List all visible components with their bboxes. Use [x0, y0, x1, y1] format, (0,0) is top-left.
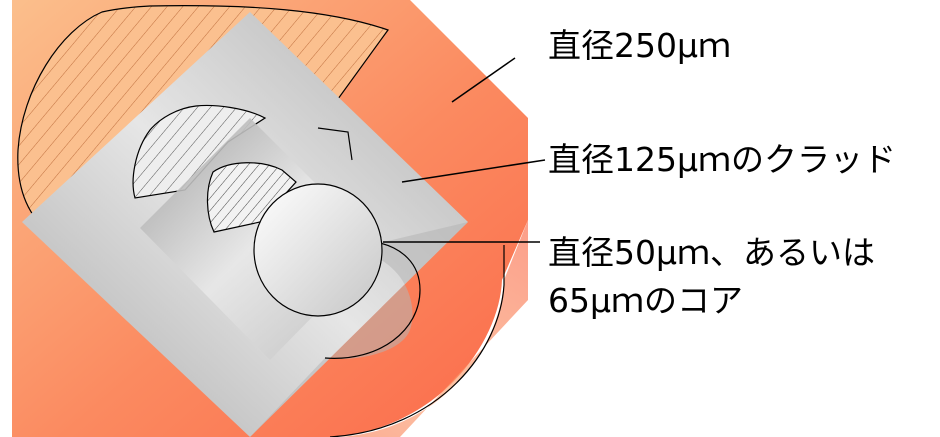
- label-outer-diameter: 直径250μｍ: [548, 26, 731, 65]
- label-core-line1: 直径50μｍ、あるいは: [548, 233, 875, 272]
- leader-line-cladding: [401, 159, 546, 183]
- cladding-inner-rim: [317, 127, 353, 161]
- label-cladding-diameter: 直径125μｍのクラッド: [548, 140, 896, 179]
- coating-outline: [329, 245, 505, 437]
- core-end-face: [206, 162, 297, 233]
- leader-line-outer: [451, 57, 516, 103]
- core-circle: [253, 183, 383, 317]
- cladding-outline: [324, 242, 421, 359]
- label-core-diameter: 直径50μｍ、あるいは 65μｍのコア: [548, 229, 875, 325]
- core-layer: [140, 118, 383, 360]
- label-core-line2: 65μｍのコア: [548, 281, 743, 320]
- cladding-shade: [250, 222, 468, 437]
- cladding-end-face: [132, 104, 267, 199]
